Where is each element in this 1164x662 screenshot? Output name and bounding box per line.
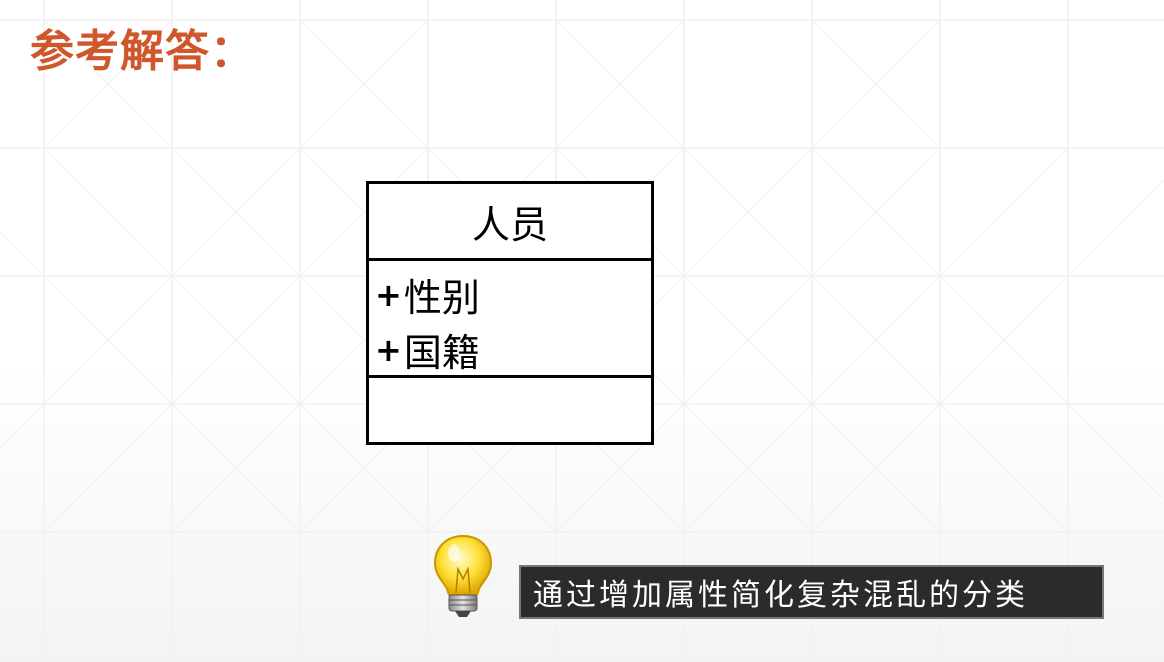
lightbulb-icon (433, 534, 493, 617)
uml-attribute-name: 性别 (403, 276, 480, 320)
uml-visibility-marker: + (375, 330, 402, 369)
uml-class-name: 人员 (369, 184, 651, 261)
uml-class-box: 人员 + 性别 + 国籍 (366, 181, 654, 445)
uml-method-compartment (369, 378, 651, 442)
tip-caption: 通过增加属性简化复杂混乱的分类 (519, 565, 1104, 619)
uml-visibility-marker: + (375, 275, 402, 314)
slide-title: 参考解答： (30, 26, 255, 77)
uml-attribute-row: + 性别 (369, 267, 651, 322)
uml-attribute-compartment: + 性别 + 国籍 (369, 261, 651, 378)
uml-attribute-name: 国籍 (403, 331, 480, 375)
uml-attribute-row: + 国籍 (369, 322, 651, 377)
